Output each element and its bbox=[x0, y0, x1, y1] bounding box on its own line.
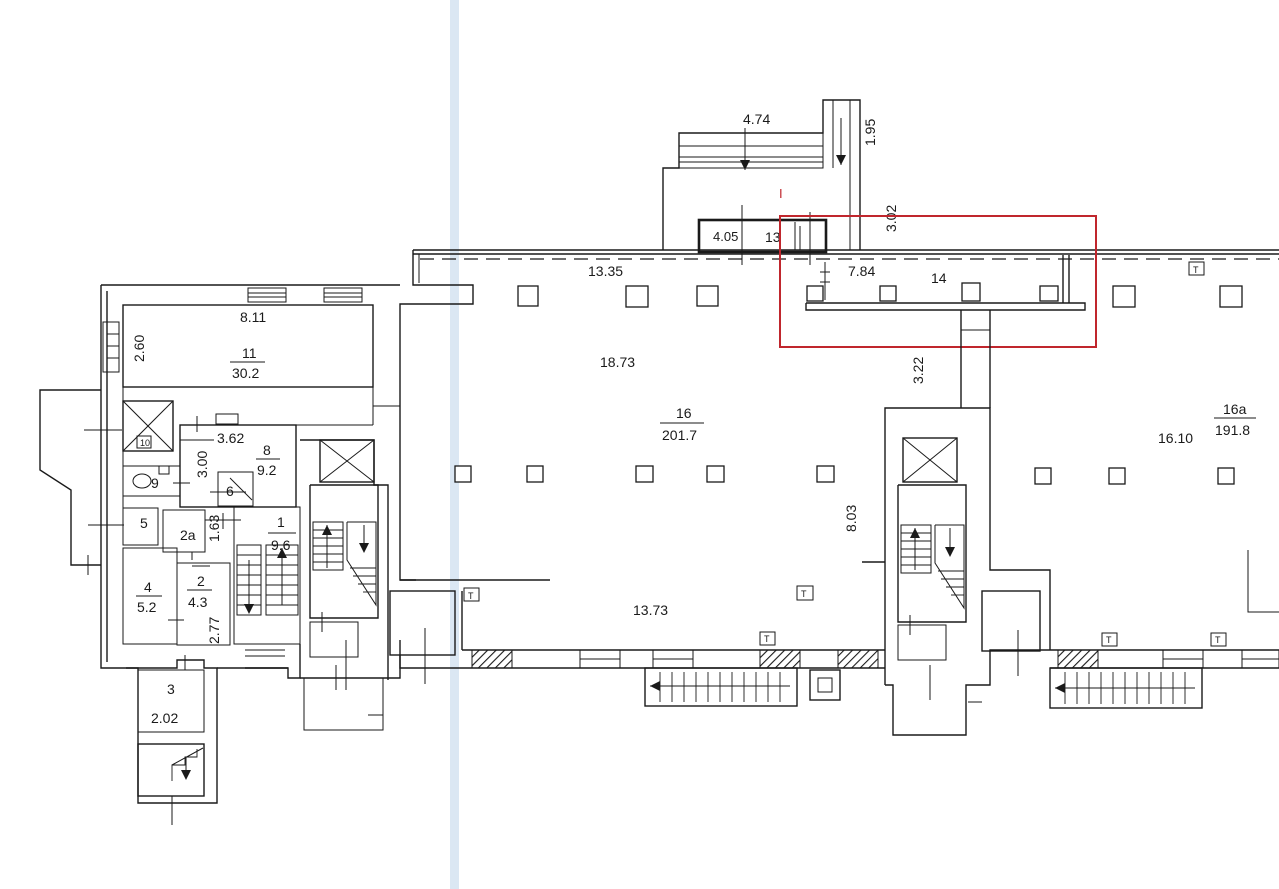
room-2-number: 2 bbox=[197, 573, 205, 589]
room-1-area: 9.6 bbox=[271, 537, 291, 553]
room-16-number: 16 bbox=[676, 405, 692, 421]
dim-13-35: 13.35 bbox=[588, 263, 623, 279]
mark-t-16b: T bbox=[801, 589, 807, 599]
stair-core-a bbox=[300, 439, 389, 690]
room-2-area: 4.3 bbox=[188, 594, 208, 610]
room-2a-number: 2а bbox=[180, 527, 196, 543]
room-11-area: 30.2 bbox=[232, 365, 259, 381]
dim-8-11: 8.11 bbox=[240, 309, 266, 325]
dim-4-74: 4.74 bbox=[743, 111, 770, 127]
mark-t-16a-2: T bbox=[1215, 635, 1221, 645]
dim-1-63: 1.63 bbox=[206, 515, 222, 542]
room-11-number: 11 bbox=[242, 345, 257, 361]
left-wing bbox=[39, 284, 401, 825]
red-section-mark: I bbox=[779, 186, 783, 201]
dim-4-05: 4.05 bbox=[713, 229, 738, 244]
room-9-number: 9 bbox=[151, 475, 159, 491]
room-8-area: 9.2 bbox=[257, 462, 277, 478]
room-3-number: 3 bbox=[167, 681, 175, 697]
room-14-structure bbox=[805, 255, 1086, 311]
dim-2-77: 2.77 bbox=[206, 617, 222, 644]
room-16a bbox=[1034, 467, 1279, 709]
stair-core-b bbox=[884, 407, 1051, 736]
dim-7-84: 7.84 bbox=[848, 263, 875, 279]
dim-3-22: 3.22 bbox=[910, 357, 926, 384]
mark-t-16a-1: T bbox=[1106, 635, 1112, 645]
dim-2-02: 2.02 bbox=[151, 710, 178, 726]
mark-t-top: T bbox=[1193, 265, 1199, 275]
room-8-number: 8 bbox=[263, 442, 271, 458]
dim-3-62: 3.62 bbox=[217, 430, 244, 446]
room-13-number: 13 bbox=[765, 229, 781, 245]
scan-artifact-line bbox=[450, 0, 459, 889]
columns-row-top bbox=[517, 261, 1243, 308]
room-4-area: 5.2 bbox=[137, 599, 157, 615]
mark-t-16c: T bbox=[764, 634, 770, 644]
room-16-area: 201.7 bbox=[662, 427, 697, 443]
room-5-number: 5 bbox=[140, 515, 148, 531]
dim-13-73: 13.73 bbox=[633, 602, 668, 618]
room-6-number: 6 bbox=[226, 483, 234, 499]
north-wall bbox=[399, 249, 1279, 581]
room-14-number: 14 bbox=[931, 270, 947, 286]
room-16 bbox=[389, 465, 885, 707]
dim-8-03: 8.03 bbox=[843, 505, 859, 532]
elevator-10-label: 10 bbox=[140, 438, 150, 448]
dim-2-60: 2.60 bbox=[131, 335, 147, 362]
dim-18-73: 18.73 bbox=[600, 354, 635, 370]
room-16a-area: 191.8 bbox=[1215, 422, 1250, 438]
dim-16-10: 16.10 bbox=[1158, 430, 1193, 446]
central-shaft bbox=[960, 310, 991, 408]
room-1-number: 1 bbox=[277, 514, 285, 530]
room-4-number: 4 bbox=[144, 579, 152, 595]
room-16a-number: 16а bbox=[1223, 401, 1247, 417]
dim-1-95: 1.95 bbox=[862, 119, 878, 146]
top-entrance-block bbox=[662, 99, 861, 265]
dim-3-00: 3.00 bbox=[194, 451, 210, 478]
highlight-box-room-14[interactable] bbox=[779, 215, 1097, 348]
mark-t-16a: T bbox=[468, 591, 474, 601]
dim-3-02: 3.02 bbox=[883, 205, 899, 232]
